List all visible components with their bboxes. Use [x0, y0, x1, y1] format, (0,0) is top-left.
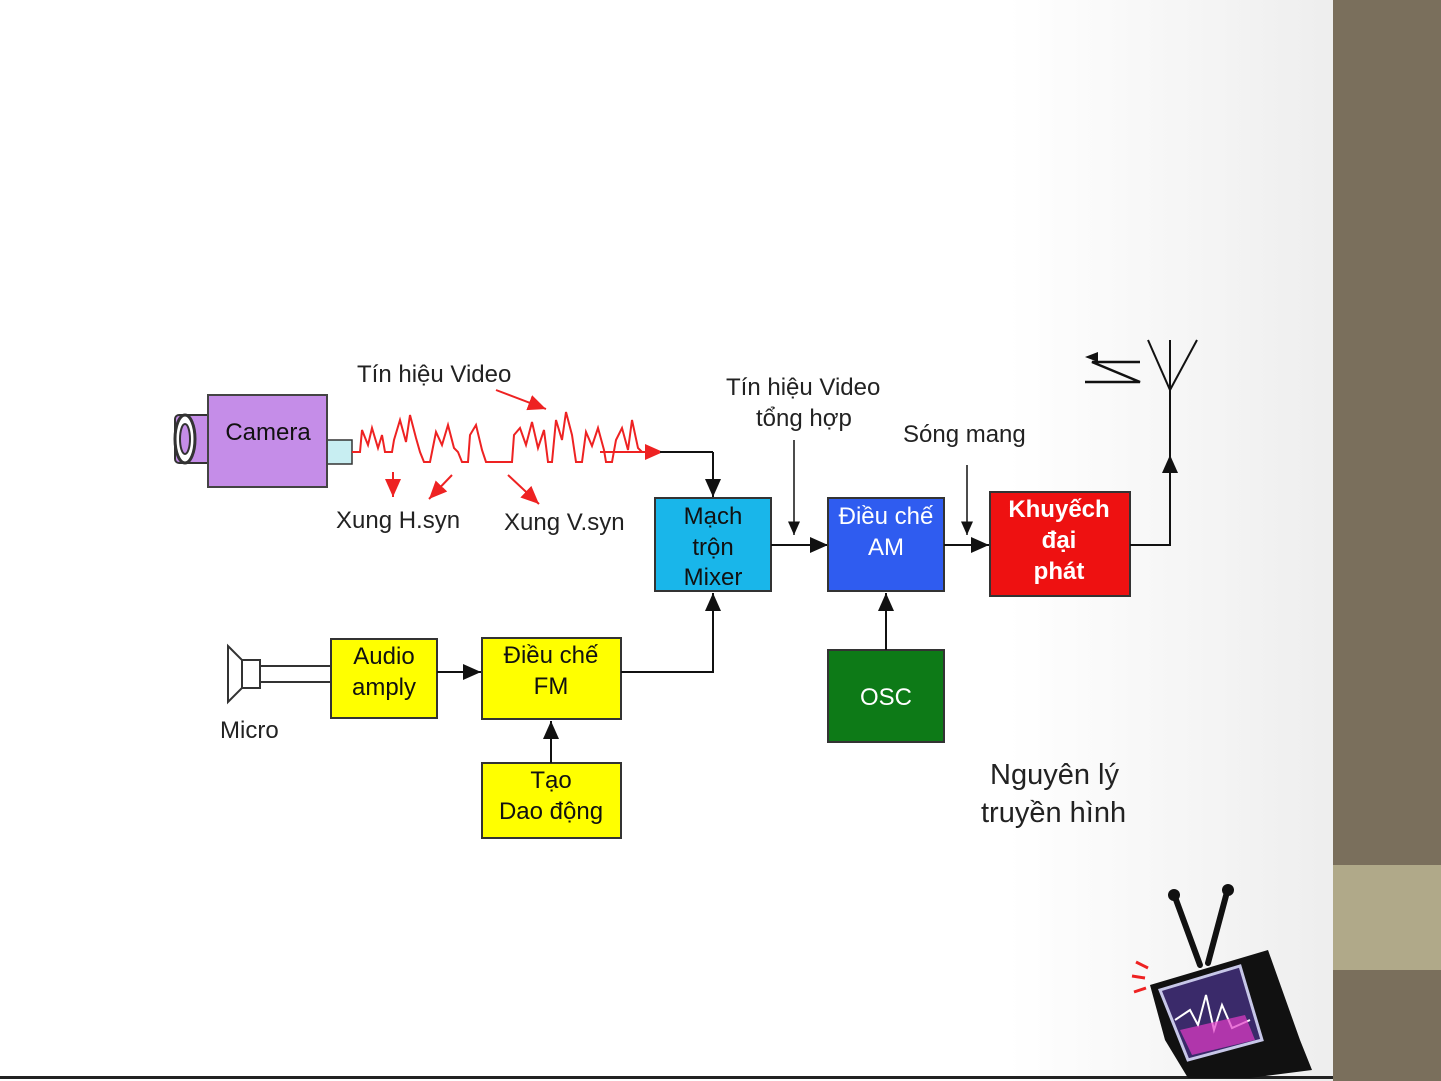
radio-wave-icon [1085, 352, 1140, 382]
fm-to-mixer-line [621, 593, 713, 672]
mixer-label-3: Mixer [684, 564, 743, 591]
video-label-pointer [496, 390, 546, 409]
amplifier-label-1: Khuyếch [1008, 496, 1109, 523]
vsync-label: Xung V.syn [504, 509, 625, 536]
carrier-label: Sóng mang [903, 421, 1026, 448]
composite-label-1: Tín hiệu Video [726, 374, 880, 401]
mixer-label-1: Mạch [684, 503, 743, 530]
audio-amp-label-1: Audio [353, 643, 414, 670]
am-mod-label-1: Điều chế [839, 503, 934, 530]
tv-cartoon-icon [1132, 884, 1312, 1078]
hsync-label: Xung H.syn [336, 507, 460, 534]
oscillator-label-2: Dao động [499, 798, 603, 825]
video-signal-label: Tín hiệu Video [357, 361, 511, 388]
composite-label-2: tổng hợp [756, 405, 852, 432]
video-waveform [352, 412, 663, 462]
microphone-icon [228, 646, 331, 702]
vsync-pointer [508, 475, 539, 504]
hsync-pointer-2 [429, 475, 452, 499]
amplifier-label-3: phát [1034, 558, 1085, 585]
fm-mod-label-1: Điều chế [504, 642, 599, 669]
am-mod-label-2: AM [868, 534, 904, 561]
amplifier-label-2: đại [1042, 527, 1077, 554]
mixer-label-2: trộn [692, 534, 733, 561]
caption-line-1: Nguyên lý [990, 759, 1119, 791]
fm-mod-label-2: FM [534, 673, 569, 700]
antenna-icon [1148, 340, 1197, 455]
caption-line-2: truyền hình [981, 797, 1126, 829]
osc-label: OSC [860, 684, 912, 711]
oscillator-label-1: Tạo [530, 767, 571, 794]
audio-amp-label-2: amply [352, 674, 416, 701]
amp-to-antenna-line [1130, 455, 1170, 545]
camera-label: Camera [225, 419, 311, 446]
micro-label: Micro [220, 717, 279, 744]
